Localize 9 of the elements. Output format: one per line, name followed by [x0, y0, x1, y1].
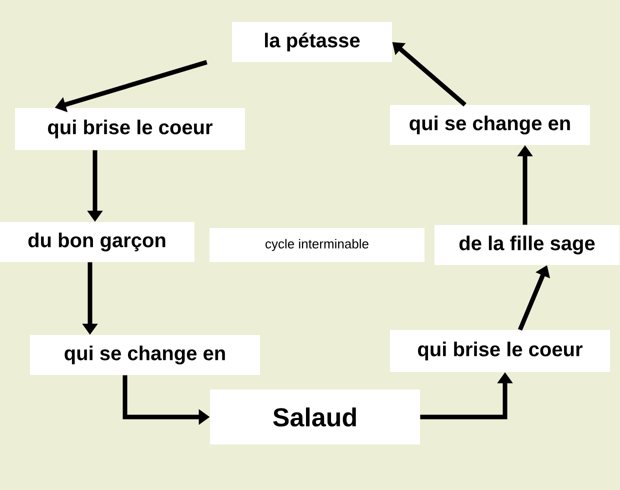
- phrase-box: la pétasse: [232, 22, 392, 62]
- phrase-box: du bon garçon: [0, 222, 194, 262]
- phrase-box: de la fille sage: [434, 225, 620, 265]
- phrase-box: qui se change en: [30, 335, 260, 375]
- caption-box: cycle interminable: [210, 228, 424, 262]
- phrase-box: qui brise le coeur: [390, 330, 610, 372]
- phrase-box: Salaud: [210, 390, 420, 444]
- phrase-box: qui brise le coeur: [15, 108, 245, 150]
- phrase-box: qui se change en: [390, 105, 590, 145]
